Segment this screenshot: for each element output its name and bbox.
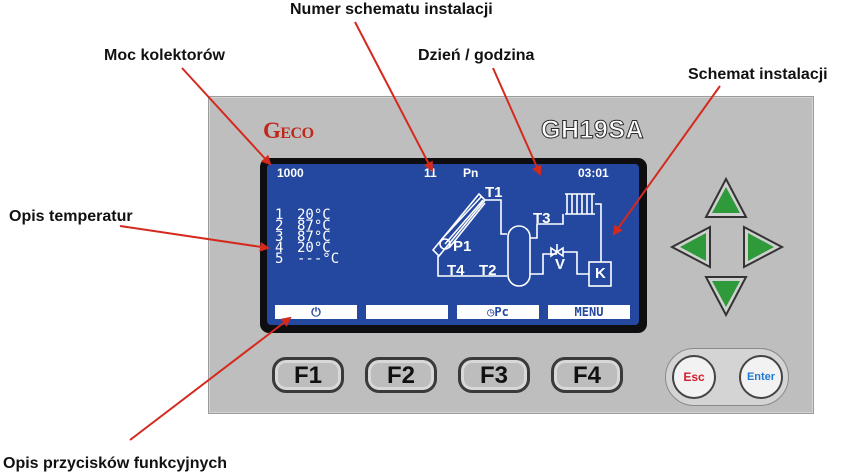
- softkey-f3-label: Pc: [494, 305, 509, 319]
- arrow-function-keys: [129, 316, 292, 441]
- installation-scheme-diagram: [431, 192, 612, 287]
- arrow-installation-scheme: [612, 85, 721, 236]
- tank-icon: [507, 225, 531, 287]
- temperature-value: ---°C: [297, 251, 340, 267]
- softkey-f1: ⏻: [275, 305, 357, 319]
- arrow-scheme-number: [354, 21, 433, 172]
- enter-button[interactable]: Enter: [739, 355, 783, 399]
- softkey-f2: [366, 305, 448, 319]
- temperature-value: 20°C: [297, 207, 331, 223]
- radiator-icon: [565, 193, 595, 215]
- pipe-return: [437, 256, 507, 277]
- arrow-temperature-description: [119, 225, 270, 252]
- callout-temperature-description: Opis temperatur: [9, 208, 133, 225]
- pump-icon: [439, 238, 451, 250]
- pipe-tank-valve: [530, 223, 557, 239]
- arrow-right-button[interactable]: [743, 225, 785, 269]
- label-t3: T3: [533, 210, 551, 227]
- temperature-index: 4: [275, 240, 284, 256]
- callout-day-time: Dzień / godzina: [418, 47, 535, 64]
- temperature-value: 20°C: [297, 240, 331, 256]
- softkey-f3: ◷Pc: [457, 305, 539, 319]
- pipe-radiator-out: [595, 203, 602, 262]
- pipe-radiator-in: [557, 214, 564, 225]
- pipe-supply: [485, 199, 507, 235]
- temperature-value: 87°C: [297, 229, 331, 245]
- arrow-up-button[interactable]: [704, 176, 748, 218]
- arrow-collector-power: [181, 67, 272, 166]
- callout-installation-scheme: Schemat instalacji: [688, 66, 828, 83]
- temperature-row: 2 87°C: [275, 218, 365, 234]
- temperature-row: 3 87°C: [275, 229, 365, 245]
- pipe-tank-return: [530, 253, 557, 275]
- temperature-index: 5: [275, 251, 284, 267]
- model-name: GH19SA: [540, 116, 645, 145]
- temperature-row: 4 20°C: [275, 240, 365, 256]
- f2-button[interactable]: F2: [365, 357, 437, 393]
- temperature-value: 87°C: [297, 218, 331, 234]
- softkey-f4: MENU: [548, 305, 630, 319]
- callout-function-keys: Opis przycisków funkcyjnych: [3, 455, 228, 472]
- temperature-list: 1 20°C 2 87°C 3 87°C 4 20°C 5 ---°C: [275, 207, 365, 267]
- temperature-row: 1 20°C: [275, 207, 365, 223]
- temperature-index: 3: [275, 229, 284, 245]
- esc-button[interactable]: Esc: [672, 355, 716, 399]
- time-value: 03:01: [578, 166, 609, 180]
- temperature-index: 1: [275, 207, 284, 223]
- label-t2: T2: [479, 262, 497, 279]
- f4-button[interactable]: F4: [551, 357, 623, 393]
- label-t4: T4: [447, 262, 465, 279]
- f1-button[interactable]: F1: [272, 357, 344, 393]
- callout-scheme-number: Numer schematu instalacji: [290, 1, 493, 18]
- temperature-index: 2: [275, 218, 284, 234]
- pipe-boiler: [563, 251, 589, 275]
- label-k: K: [595, 265, 606, 282]
- dpad: [669, 176, 785, 318]
- temperature-row: 5 ---°C: [275, 251, 365, 267]
- label-v: V: [555, 256, 566, 273]
- label-p1: P1: [453, 238, 472, 255]
- clock-icon: ◷: [487, 305, 495, 319]
- arrow-down-button[interactable]: [704, 276, 748, 318]
- brand-logo: Geco: [263, 118, 314, 143]
- arrow-day-time: [492, 67, 542, 176]
- callout-collector-power: Moc kolektorów: [104, 47, 225, 64]
- label-t1: T1: [485, 184, 503, 201]
- arrow-left-button[interactable]: [669, 225, 711, 269]
- f3-button[interactable]: F3: [458, 357, 530, 393]
- mixing-valve-icon: [550, 246, 564, 258]
- day-value: Pn: [463, 166, 479, 180]
- collector-power-value: 1000: [277, 166, 304, 180]
